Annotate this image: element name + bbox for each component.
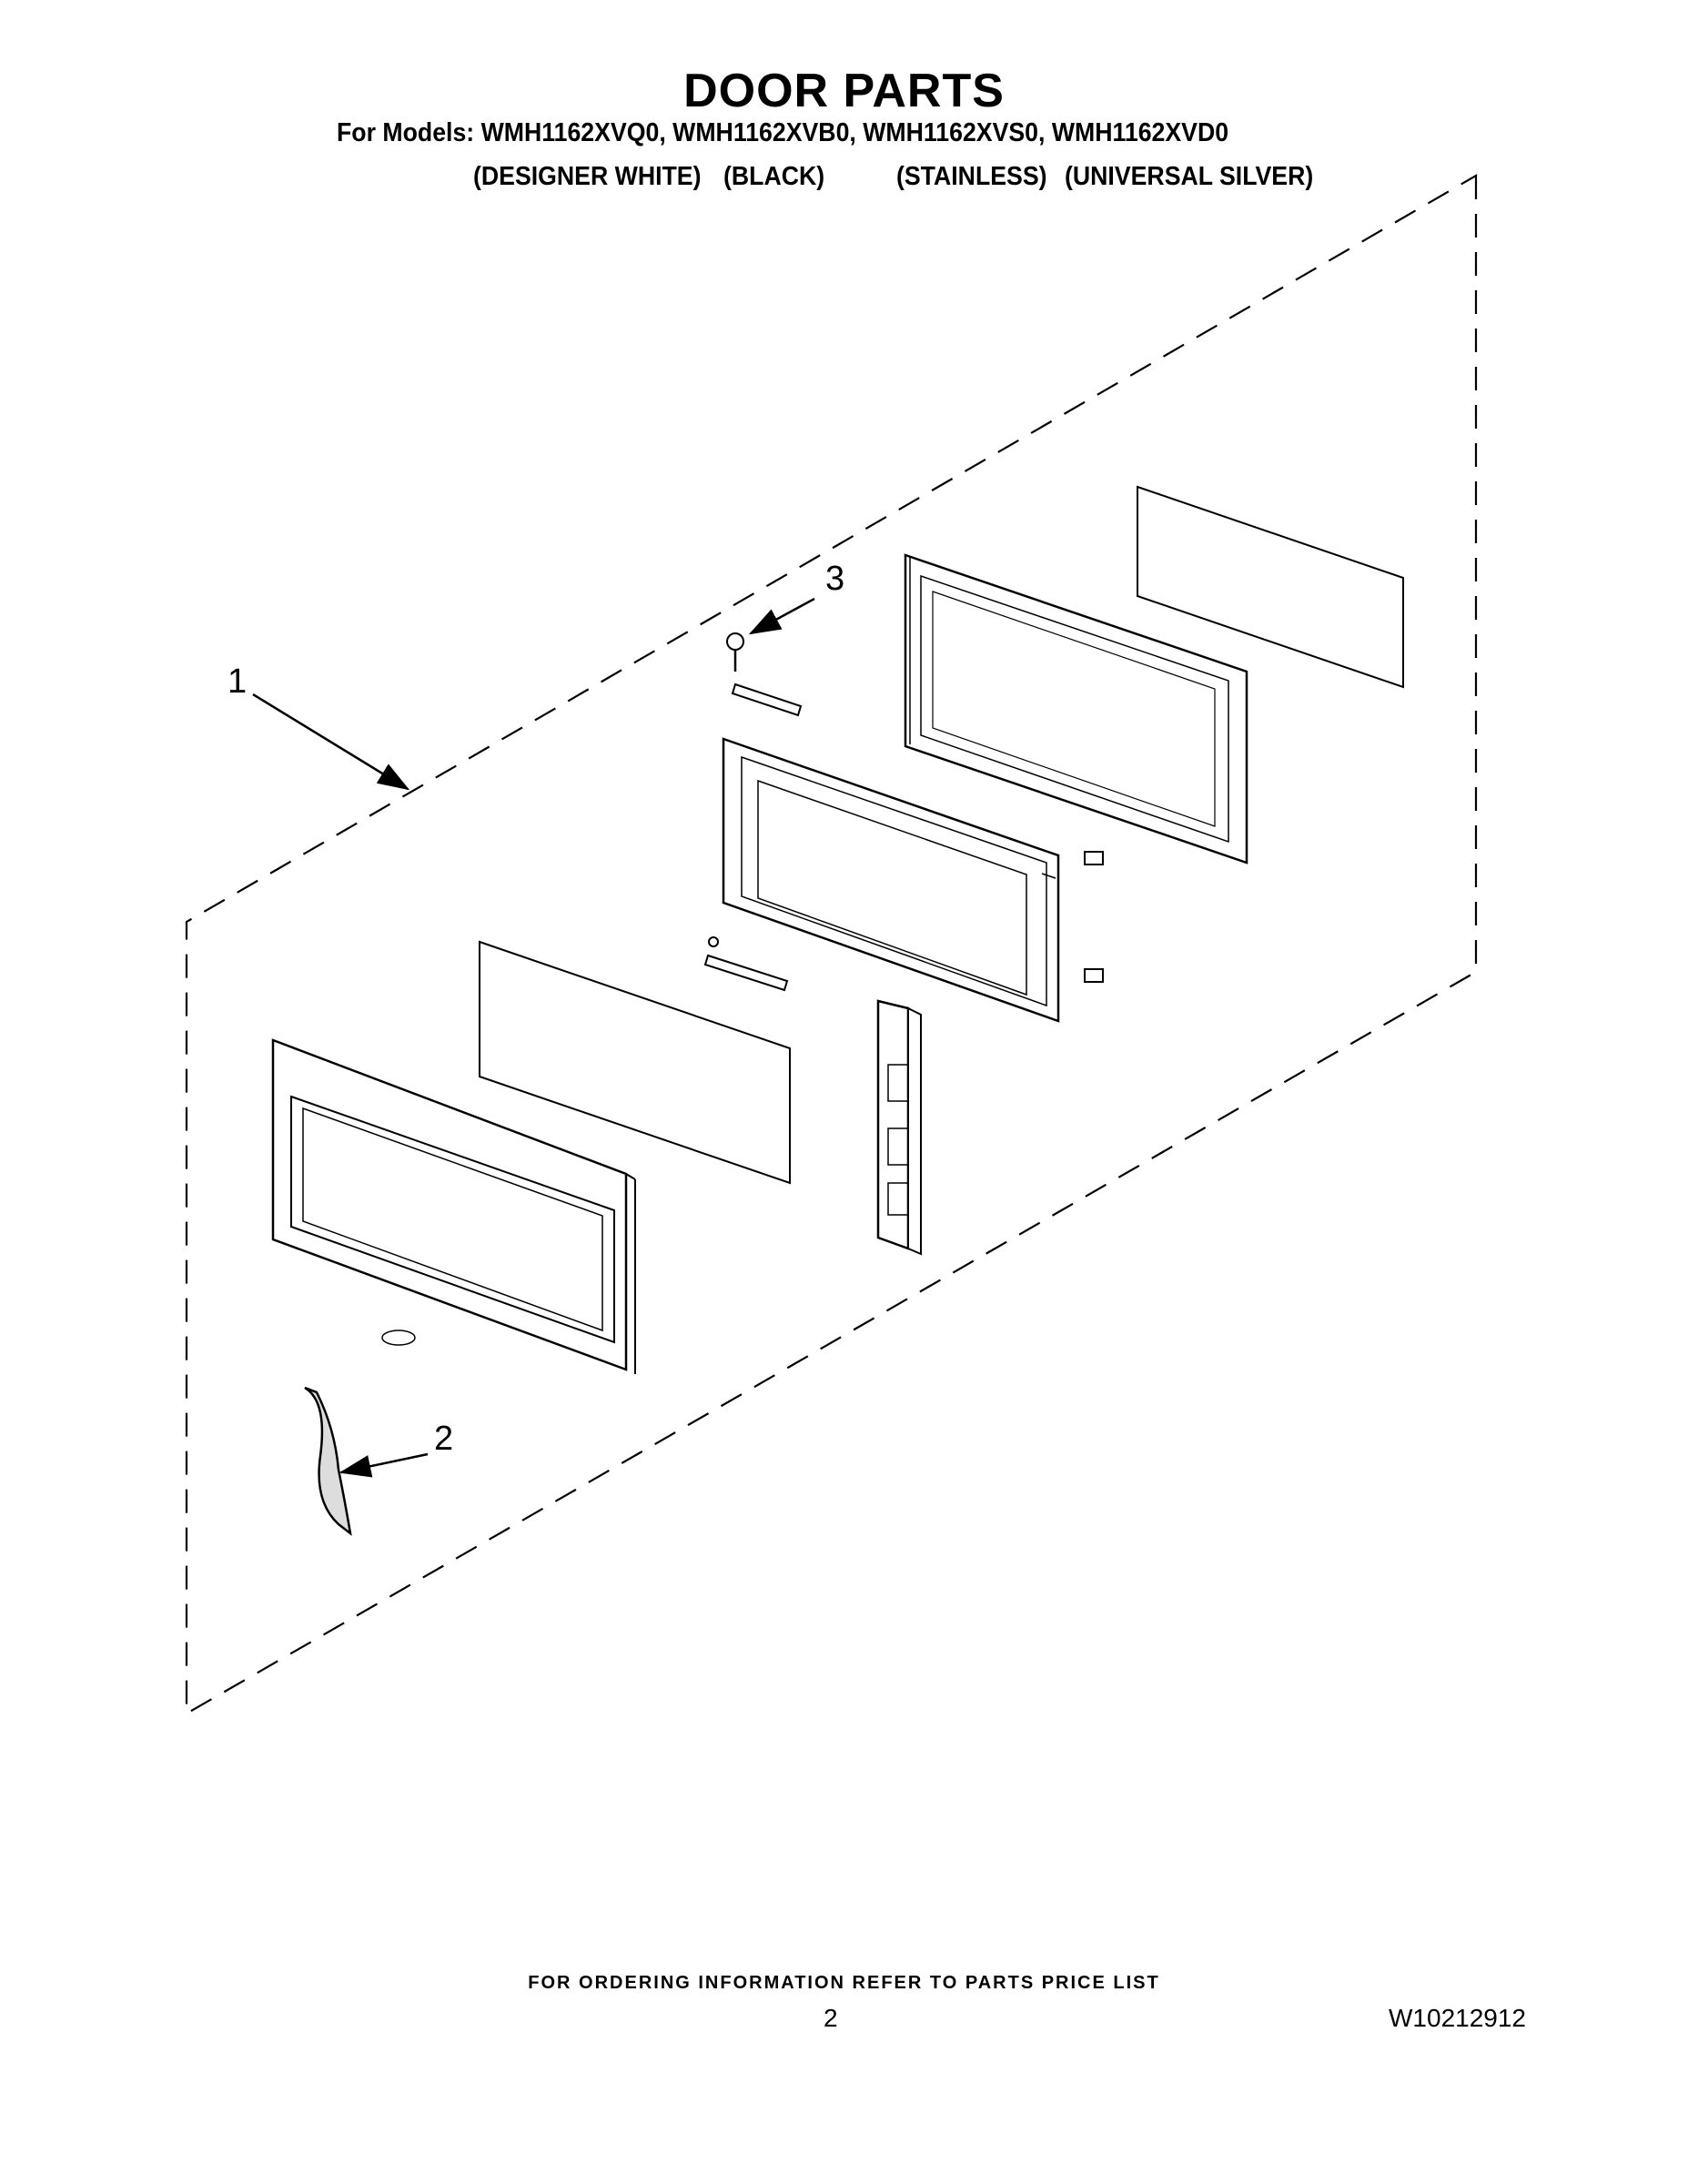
color-universal-silver: (UNIVERSAL SILVER): [1065, 162, 1314, 191]
inner-door-frame: [904, 553, 1248, 864]
color-black: (BLACK): [723, 162, 825, 191]
leader-line-2: [339, 1452, 429, 1478]
screw-part: [726, 632, 744, 672]
callout-1: 1: [227, 662, 248, 701]
page-number: 2: [824, 2004, 838, 2032]
ordering-note: FOR ORDERING INFORMATION REFER TO PARTS …: [528, 1973, 1160, 1993]
model-list: For Models: WMH1162XVQ0, WMH1162XVB0, WM…: [337, 118, 1229, 147]
lower-hinge-strap: [703, 954, 789, 992]
upper-hinge-strap: [731, 682, 803, 717]
front-glass-panel: [479, 940, 791, 1185]
choke-door-frame: [722, 737, 1060, 1023]
leader-line-1: [252, 693, 410, 791]
rear-glass-panel: [1137, 485, 1404, 689]
color-designer-white: (DESIGNER WHITE): [473, 162, 702, 191]
door-handle: [304, 1386, 352, 1536]
upper-latch: [1084, 851, 1104, 865]
lower-latch: [1084, 968, 1104, 983]
brand-logo-badge: [381, 1330, 416, 1346]
callout-3: 3: [825, 560, 845, 598]
color-stainless: (STAINLESS): [896, 162, 1047, 191]
assembly-boundary: [185, 174, 1478, 1715]
callout-2: 2: [434, 1420, 454, 1458]
latch-housing: [876, 999, 922, 1256]
page-title: DOOR PARTS: [683, 65, 1005, 117]
leader-line-3: [748, 597, 815, 635]
outer-door-panel: [271, 1038, 636, 1374]
lower-hinge-pin: [708, 936, 719, 947]
document-number: W10212912: [1389, 2004, 1527, 2032]
